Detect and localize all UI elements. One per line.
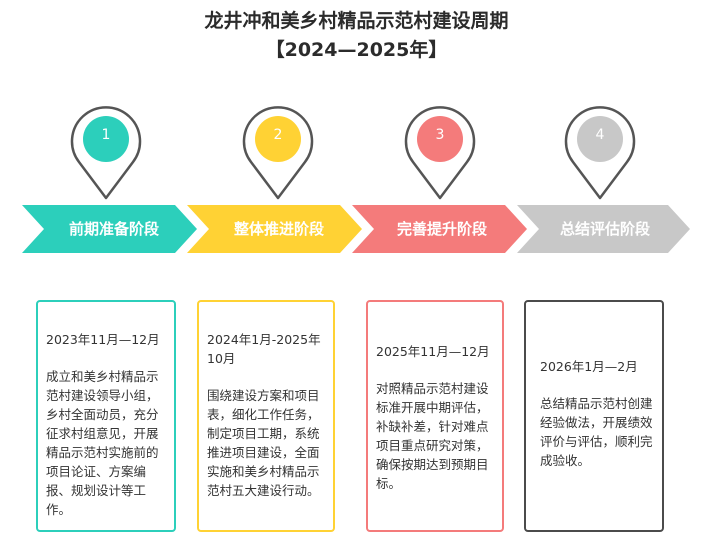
diagram-title-line-1: 龙井冲和美乡村精品示范村建设周期: [204, 10, 509, 32]
stage-4-date: 2026年1月—2月: [540, 359, 638, 374]
stage-2-label: 整体推进阶段: [233, 220, 324, 238]
stage-4-pin: 4: [562, 100, 638, 200]
stage-4-card: 2026年1月—2月 总结精品示范村创建经验做法，开展绩效评价与评估，顺利完成验…: [524, 300, 664, 532]
stage-3-arrow: [352, 205, 527, 253]
stage-1-arrow: [22, 205, 197, 253]
stage-3-date: 2025年11月—12月: [376, 344, 490, 359]
stage-1-description: 成立和美乡村精品示范村建设领导小组，乡村全面动员，充分征求村组意见，开展精品示范…: [46, 369, 159, 517]
stage-3-card: 2025年11月—12月 对照精品示范村建设标准开展中期评估，补缺补差，针对难点…: [366, 300, 504, 532]
stage-2-number: 2: [273, 127, 283, 143]
stage-1-label: 前期准备阶段: [68, 220, 159, 238]
stage-1-date: 2023年11月—12月: [46, 332, 160, 347]
stage-2-date: 2024年1月-2025年10月: [207, 332, 321, 366]
stage-4-number: 4: [595, 127, 605, 143]
stage-1-number: 1: [101, 127, 111, 143]
stage-1-card: 2023年11月—12月 成立和美乡村精品示范村建设领导小组，乡村全面动员，充分…: [36, 300, 176, 532]
stage-4-label: 总结评估阶段: [559, 220, 650, 238]
stage-2-card: 2024年1月-2025年10月 围绕建设方案和项目表，细化工作任务，制定项目工…: [197, 300, 335, 532]
stage-3-description: 对照精品示范村建设标准开展中期评估，补缺补差，针对难点项目重点研究对策，确保按期…: [376, 381, 489, 491]
diagram-title-line-2: 【2024—2025年】: [265, 39, 448, 61]
stage-3-pin: 3: [402, 100, 478, 200]
stage-2-arrow: [187, 205, 362, 253]
stage-2-description: 围绕建设方案和项目表，细化工作任务，制定项目工期，系统推进项目建设，全面实施和美…: [207, 388, 320, 498]
stage-4-description: 总结精品示范村创建经验做法，开展绩效评价与评估，顺利完成验收。: [540, 396, 653, 468]
stage-3-label: 完善提升阶段: [396, 220, 487, 238]
stage-4-arrow: [517, 205, 690, 253]
stage-arrow-band: [22, 205, 690, 253]
stage-1-pin: 1: [68, 100, 144, 200]
stage-2-pin: 2: [240, 100, 316, 200]
stage-3-number: 3: [435, 127, 445, 143]
